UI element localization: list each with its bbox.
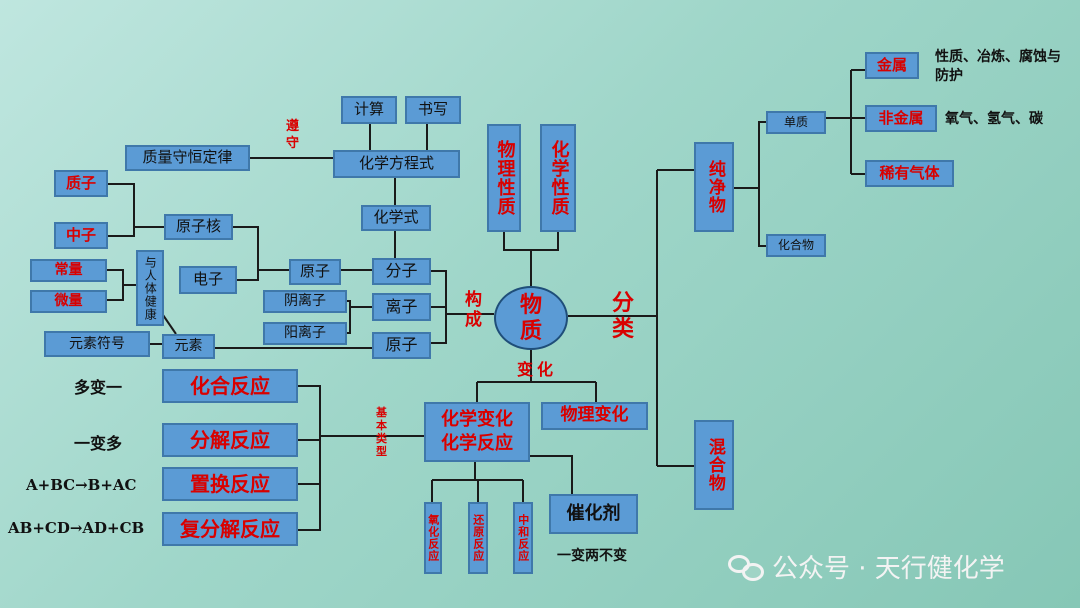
cation-label: 阳离子 [284,325,326,342]
matter-label: 物质 [519,292,542,344]
ion-label: 离子 [385,296,418,316]
equation-box: 化学方程式 [333,150,460,178]
nucleus-box: 原子核 [164,214,233,240]
noble-gas-box: 稀有气体 [865,160,954,187]
matter-node: 物质 [494,286,568,350]
neutron-box: 中子 [54,222,108,249]
displacement-reaction-box: 置换反应 [162,467,298,501]
physical-property-box: 物理性质 [487,124,521,232]
combination-reaction-box: 化合反应 [162,369,298,403]
metal-note: 性质、冶炼、腐蚀与防护 [935,49,1061,84]
element-symbol-label: 元素符号 [69,335,125,352]
watermark-text: 公众号 · 天行健化学 [772,554,1005,584]
catalyst-box: 催化剂 [549,494,638,534]
anion-box: 阴离子 [263,290,347,313]
follow-label: 遵守 [286,119,300,151]
pure-substance-box: 纯净物 [694,142,734,232]
metal-label: 金属 [876,55,907,74]
double-decomposition-note: AB+CD→AD+CB [8,519,145,537]
double-decomposition-reaction-box: 复分解反应 [162,512,298,546]
combination-reaction-label: 化合反应 [190,373,270,398]
decomposition-note: 一变多 [74,434,123,453]
catalyst-note: 一变两不变 [557,548,627,564]
reduction-reaction-box: 还原反应 [468,502,488,574]
decomposition-reaction-label: 分解反应 [190,427,270,452]
atom-box: 原子 [372,332,431,359]
chemical-property-label: 化学性质 [548,140,570,216]
major-element-label: 常量 [54,262,83,279]
electron-box: 电子 [179,266,237,294]
atom-small-label: 原子 [299,262,330,281]
formula-box: 化学式 [361,205,431,231]
oxidation-reaction-label: 氧化反应 [426,514,440,562]
oxidation-reaction-box: 氧化反应 [424,502,442,574]
mass-law-box: 质量守恒定律 [125,145,250,171]
health-label: 与人体健康 [143,255,158,321]
chemical-property-box: 化学性质 [540,124,576,232]
simple-substance-box: 单质 [766,111,826,134]
nonmetal-label: 非金属 [878,108,924,127]
ion-box: 离子 [372,293,431,321]
displacement-reaction-label: 置换反应 [190,471,270,496]
simple-substance-label: 单质 [783,115,808,130]
molecule-label: 分子 [385,261,418,281]
compound-label: 化合物 [777,238,814,253]
element-label: 元素 [174,338,203,355]
atom-small-box: 原子 [289,259,341,285]
nonmetal-note: 氧气、氢气、碳 [945,111,1043,127]
basic-types-label: 基本类型 [376,406,387,458]
combination-note: 多变一 [74,378,123,397]
double-decomposition-reaction-label: 复分解反应 [180,516,280,541]
compound-box: 化合物 [766,234,826,257]
wechat-icon [728,553,764,581]
trace-element-label: 微量 [54,293,83,310]
pure-substance-label: 纯净物 [704,160,725,214]
mass-law-label: 质量守恒定律 [142,148,233,167]
anion-label: 阴离子 [284,293,326,310]
proton-box: 质子 [54,170,108,197]
physical-change-box: 物理变化 [541,402,648,430]
trace-element-box: 微量 [30,290,107,313]
formula-label: 化学式 [373,208,419,227]
physical-change-label: 物理变化 [560,405,629,426]
neutralization-reaction-label: 中和反应 [516,514,530,562]
catalyst-label: 催化剂 [566,502,621,524]
atom-label: 原子 [385,335,418,355]
physical-property-label: 物理性质 [494,140,516,216]
health-box: 与人体健康 [136,250,164,326]
reduction-reaction-label: 还原反应 [471,514,485,562]
electron-label: 电子 [192,270,223,289]
noble-gas-label: 稀有气体 [879,163,940,182]
molecule-box: 分子 [372,258,431,285]
write-label: 书写 [417,100,448,119]
decomposition-reaction-box: 分解反应 [162,423,298,457]
composition-label: 构成 [465,290,482,330]
chemical-change-box: 化学变化化学反应 [424,402,530,462]
calc-label: 计算 [353,100,384,119]
major-element-box: 常量 [30,259,107,282]
classify-label: 分类 [612,290,635,342]
calc-box: 计算 [341,96,397,124]
mixture-box: 混合物 [694,420,734,510]
equation-label: 化学方程式 [358,154,434,173]
neutron-label: 中子 [65,225,96,244]
element-symbol-box: 元素符号 [44,331,150,357]
watermark: 公众号 · 天行健化学 [728,548,1005,585]
proton-label: 质子 [65,173,96,192]
nonmetal-box: 非金属 [865,105,937,132]
change-label: 变化 [517,360,558,379]
neutralization-reaction-box: 中和反应 [513,502,533,574]
cation-box: 阳离子 [263,322,347,345]
element-box: 元素 [162,334,215,359]
nucleus-label: 原子核 [175,217,221,236]
metal-box: 金属 [865,52,919,79]
displacement-note: A+BC→B+AC [26,476,137,494]
mixture-label: 混合物 [704,438,725,492]
chemical-change-label: 化学变化化学反应 [441,409,513,454]
write-box: 书写 [405,96,461,124]
